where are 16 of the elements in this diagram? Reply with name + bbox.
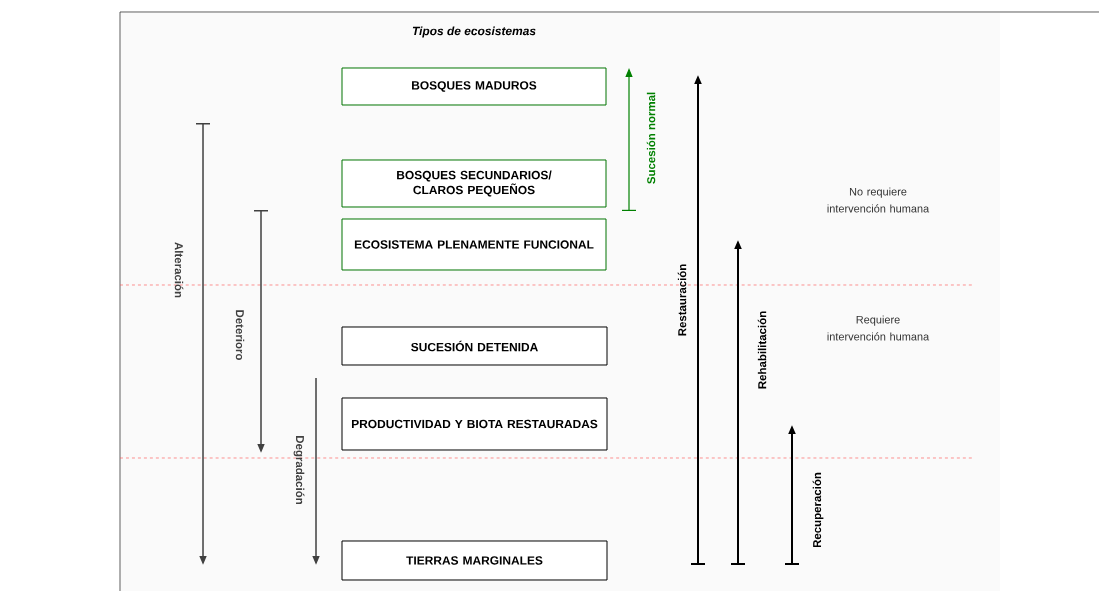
arrow-label: Rehabilitación xyxy=(757,311,767,389)
arrow-label: Restauración xyxy=(677,264,687,336)
zone-note: No requiere intervención humana xyxy=(827,187,930,213)
title: Tipos de ecosistemas xyxy=(412,26,536,38)
arrow-label: Degradación xyxy=(293,436,305,504)
ecosystem-box: BOSQUES MADUROS xyxy=(341,67,607,106)
ecosystem-box: TIERRAS MARGINALES xyxy=(341,540,608,581)
arrow-label: Deterioro xyxy=(235,310,245,360)
arrow-label: Alteración xyxy=(174,242,184,298)
arrow-label: Sucesión normal xyxy=(646,92,656,184)
ecosystem-box: SUCESIÓN DETENIDA xyxy=(341,326,608,366)
zone-note: Requiere intervención humana xyxy=(827,315,930,341)
ecosystem-box: ECOSISTEMA PLENAMENTE FUNCIONAL xyxy=(341,218,607,271)
arrow-label: Recuperación xyxy=(812,472,824,548)
ecosystem-box: PRODUCTIVIDAD Y BIOTA RESTAURADAS xyxy=(341,397,608,451)
ecosystem-box: BOSQUES SECUNDARIOS/ CLAROS PEQUEÑOS xyxy=(341,159,607,208)
